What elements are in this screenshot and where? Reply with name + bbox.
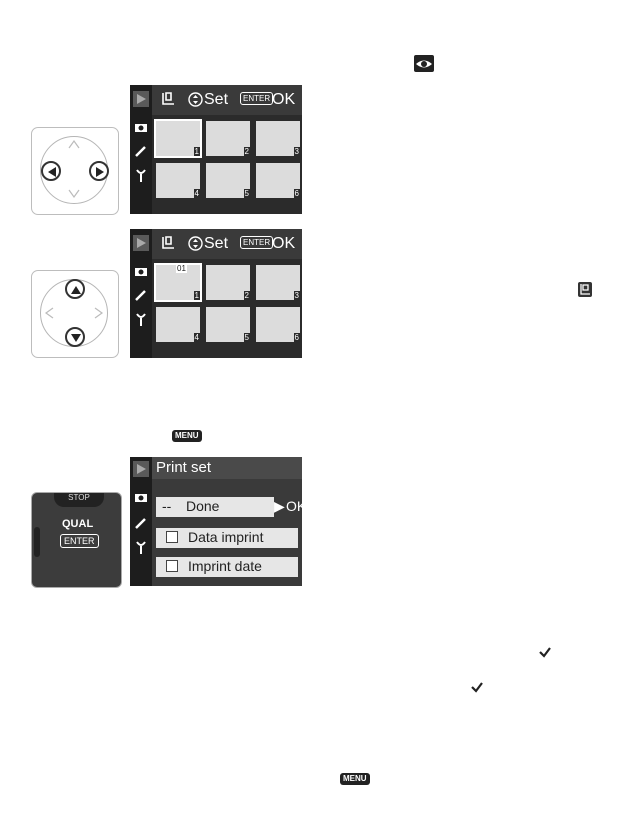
menu-button-icon: MENU — [340, 768, 370, 786]
thumbnail-number: 1 — [193, 291, 200, 300]
camera-tab-icon — [133, 263, 149, 279]
arrow-up-icon — [65, 279, 85, 299]
print-set-menu: Print set -- Done ▶ OK Data imprint Impr… — [130, 457, 302, 586]
arrow-right-icon — [89, 304, 109, 324]
print-icon — [160, 235, 176, 256]
thumbnail-number: 5 — [243, 189, 250, 198]
camera-tab-icon — [133, 119, 149, 135]
qual-label: QUAL — [62, 518, 94, 530]
thumbnail[interactable]: 5 — [206, 307, 250, 342]
thumbnail-number: 2 — [243, 291, 250, 300]
thumbnail-screen-2: Set ENTER OK 01 1 2 3 4 5 6 — [130, 229, 302, 358]
multi-selector-left-right — [31, 127, 119, 215]
thumbnail-screen-1: Set ENTER OK 1 2 3 4 5 6 — [130, 85, 302, 214]
set-label: Set — [204, 91, 229, 108]
arrow-up-icon — [65, 136, 85, 156]
checkbox[interactable] — [166, 531, 178, 544]
pencil-tab-icon — [133, 143, 149, 159]
ok-label: OK — [286, 498, 302, 514]
thumbnail-number: 1 — [193, 147, 200, 156]
thumbnail[interactable]: 1 — [154, 119, 202, 158]
menu-item-done[interactable]: -- Done — [156, 497, 274, 517]
item-label: Imprint date — [188, 558, 262, 574]
thumbnail-number: 3 — [293, 291, 300, 300]
ok-label: OK — [272, 235, 296, 252]
thumbnail[interactable]: 5 — [206, 163, 250, 198]
wrench-tab-icon — [133, 311, 149, 327]
arrow-left-icon — [41, 304, 61, 324]
thumbnail[interactable]: 6 — [256, 163, 300, 198]
menu-item-imprint-date[interactable]: Imprint date — [156, 557, 298, 577]
thumbnail[interactable]: 4 — [156, 163, 200, 198]
thumbnail[interactable]: 2 — [206, 121, 250, 156]
thumbnail-number: 6 — [293, 333, 300, 342]
print-set-icon — [578, 282, 592, 297]
thumbnail[interactable]: 4 — [156, 307, 200, 342]
arrow-right-icon — [89, 161, 109, 181]
camera-button-photo: STOP QUAL ENTER — [31, 492, 122, 588]
thumbnail-number: 2 — [243, 147, 250, 156]
multi-selector-icon — [188, 92, 203, 112]
multi-selector-up-down — [31, 270, 119, 358]
ok-arrow[interactable]: ▶ — [274, 497, 300, 517]
enter-badge: ENTER — [240, 236, 274, 249]
thumbnail[interactable]: 6 — [256, 307, 300, 342]
menu-item-data-imprint[interactable]: Data imprint — [156, 528, 298, 548]
eye-icon — [414, 55, 434, 72]
thumbnail[interactable]: 2 — [206, 265, 250, 300]
check-mark-icon — [538, 645, 552, 663]
wrench-tab-icon — [133, 539, 149, 555]
thumbnail[interactable]: 3 — [256, 121, 300, 156]
wrench-tab-icon — [133, 167, 149, 183]
thumbnail-number: 4 — [193, 189, 200, 198]
camera-tab-icon — [133, 489, 149, 505]
thumbnail-number: 4 — [193, 333, 200, 342]
checkbox[interactable] — [166, 560, 178, 573]
arrow-right-icon: ▶ — [274, 498, 285, 514]
item-label: Data imprint — [188, 529, 264, 545]
print-icon — [160, 91, 176, 112]
arrow-left-icon — [41, 161, 61, 181]
arrow-down-icon — [65, 327, 85, 347]
done-prefix: -- — [162, 498, 172, 514]
thumbnail-number: 6 — [293, 189, 300, 198]
thumbnail[interactable]: 3 — [256, 265, 300, 300]
playback-tab-icon — [133, 235, 149, 251]
thumbnail-number: 3 — [293, 147, 300, 156]
set-label: Set — [204, 235, 229, 252]
print-count-tag: 01 — [176, 264, 187, 273]
enter-badge: ENTER — [240, 92, 274, 105]
stop-label: STOP — [54, 493, 104, 507]
menu-title: Print set — [152, 457, 302, 479]
enter-button-label: ENTER — [60, 534, 99, 548]
pencil-tab-icon — [133, 287, 149, 303]
done-label: Done — [186, 498, 220, 514]
check-mark-icon — [470, 680, 484, 698]
menu-button-icon: MENU — [172, 425, 202, 443]
ok-label: OK — [272, 91, 296, 108]
thumbnail[interactable]: 01 1 — [154, 263, 202, 302]
pencil-tab-icon — [133, 515, 149, 531]
playback-tab-icon — [133, 461, 149, 477]
arrow-down-icon — [65, 184, 85, 204]
thumbnail-number: 5 — [243, 333, 250, 342]
multi-selector-icon — [188, 236, 203, 256]
playback-tab-icon — [133, 91, 149, 107]
